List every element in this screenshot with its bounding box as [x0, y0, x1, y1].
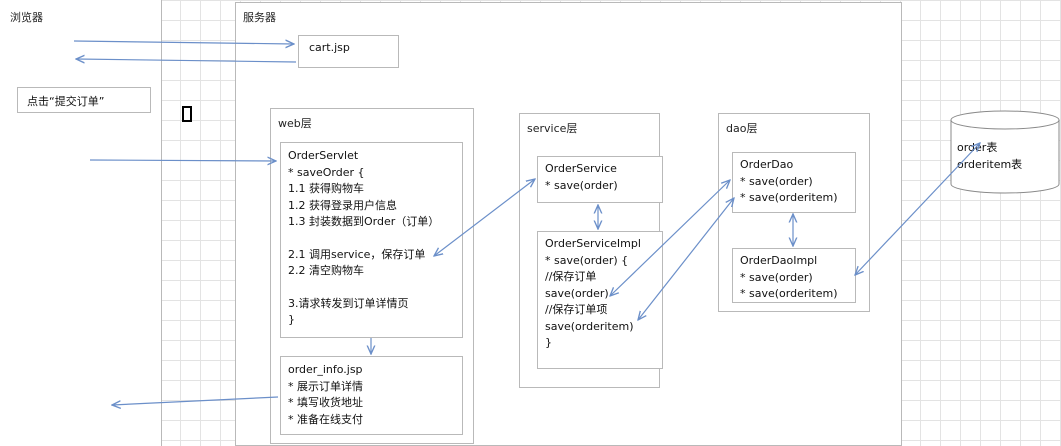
order-dao-impl-lines: OrderDaoImpl * save(order) * save(orderite… — [740, 253, 855, 303]
browser-title: 浏览器 — [10, 11, 43, 24]
order-servlet-line: OrderServlet — [288, 149, 359, 162]
dao-layer-title: dao层 — [726, 122, 758, 135]
order-dao-impl-line: * save(orderitem) — [740, 287, 838, 300]
arrow-impl-dao-orderitem — [638, 198, 734, 320]
arrow-orderinfo-to-browser — [112, 396, 279, 405]
order-servlet-line: 2.2 清空购物车 — [288, 264, 364, 277]
cart-jsp-label: cart.jsp — [309, 41, 350, 54]
order-dao-impl-line: * save(order) — [740, 270, 813, 284]
order-dao-box: OrderDao * save(order) * save(orderitem) — [732, 152, 856, 213]
order-servlet-line: 3.请求转发到订单详情页 — [288, 296, 409, 310]
service-layer-title: service层 — [527, 122, 578, 135]
order-info-lines: order_info.jsp * 展示订单详情 * 填写收货地址 * 准备在线支付 — [288, 362, 462, 428]
order-service-impl-line: //保存订单 — [545, 270, 597, 283]
order-dao-line: * save(order) — [740, 174, 813, 188]
order-service-impl-line: } — [545, 336, 552, 349]
order-info-jsp-box: order_info.jsp * 展示订单详情 * 填写收货地址 * 准备在线支付 — [280, 356, 463, 435]
arrow-browser-to-servlet — [89, 160, 276, 161]
order-dao-line: OrderDao — [740, 158, 794, 171]
order-servlet-line: 1.3 封装数据到Order（订单） — [288, 215, 440, 228]
arrow-cart-to-browser — [76, 59, 297, 62]
submit-order-button[interactable]: 点击“提交订单” — [17, 87, 151, 113]
server-title: 服务器 — [243, 11, 276, 24]
order-servlet-line: * saveOrder { — [288, 165, 365, 179]
order-service-impl-line: save(order) — [545, 286, 609, 300]
order-servlet-box: OrderServlet * saveOrder { 1.1 获得购物车 1.2 获得… — [280, 142, 463, 338]
cart-jsp-box: cart.jsp — [298, 35, 399, 68]
order-dao-lines: OrderDao * save(order) * save(orderitem) — [740, 157, 855, 207]
web-layer-title: web层 — [278, 117, 312, 130]
order-service-impl-line: save(orderitem) — [545, 319, 634, 333]
order-info-line: * 准备在线支付 — [288, 412, 363, 426]
arrow-browser-to-cart — [73, 41, 294, 44]
order-service-impl-line: * save(order) { — [545, 253, 629, 267]
order-service-impl-line: //保存订单项 — [545, 303, 608, 316]
browser-panel: 浏览器 — [0, 0, 162, 446]
order-info-line: * 展示订单详情 — [288, 379, 363, 393]
text-cursor-icon — [182, 106, 192, 122]
order-service-line: OrderService — [545, 162, 617, 175]
order-servlet-line: 1.2 获得登录用户信息 — [288, 198, 397, 212]
order-dao-line: * save(orderitem) — [740, 191, 838, 204]
order-info-line: * 填写收货地址 — [288, 396, 363, 409]
order-servlet-line: 2.1 调用service，保存订单 — [288, 247, 426, 261]
order-dao-impl-line: OrderDaoImpl — [740, 254, 818, 267]
order-service-line: * save(order) — [545, 178, 618, 192]
submit-order-label: 点击“提交订单” — [27, 95, 105, 108]
order-dao-impl-box: OrderDaoImpl * save(order) * save(orderite… — [732, 248, 856, 303]
order-servlet-line: } — [288, 313, 295, 326]
arrow-servlet-service — [434, 179, 535, 256]
order-servlet-lines: OrderServlet * saveOrder { 1.1 获得购物车 1.2 获得… — [288, 148, 462, 329]
order-servlet-line: 1.1 获得购物车 — [288, 182, 364, 195]
order-service-lines: OrderService * save(order) — [545, 161, 662, 194]
arrow-daoimpl-database — [855, 143, 980, 275]
order-info-line: order_info.jsp — [288, 363, 363, 376]
